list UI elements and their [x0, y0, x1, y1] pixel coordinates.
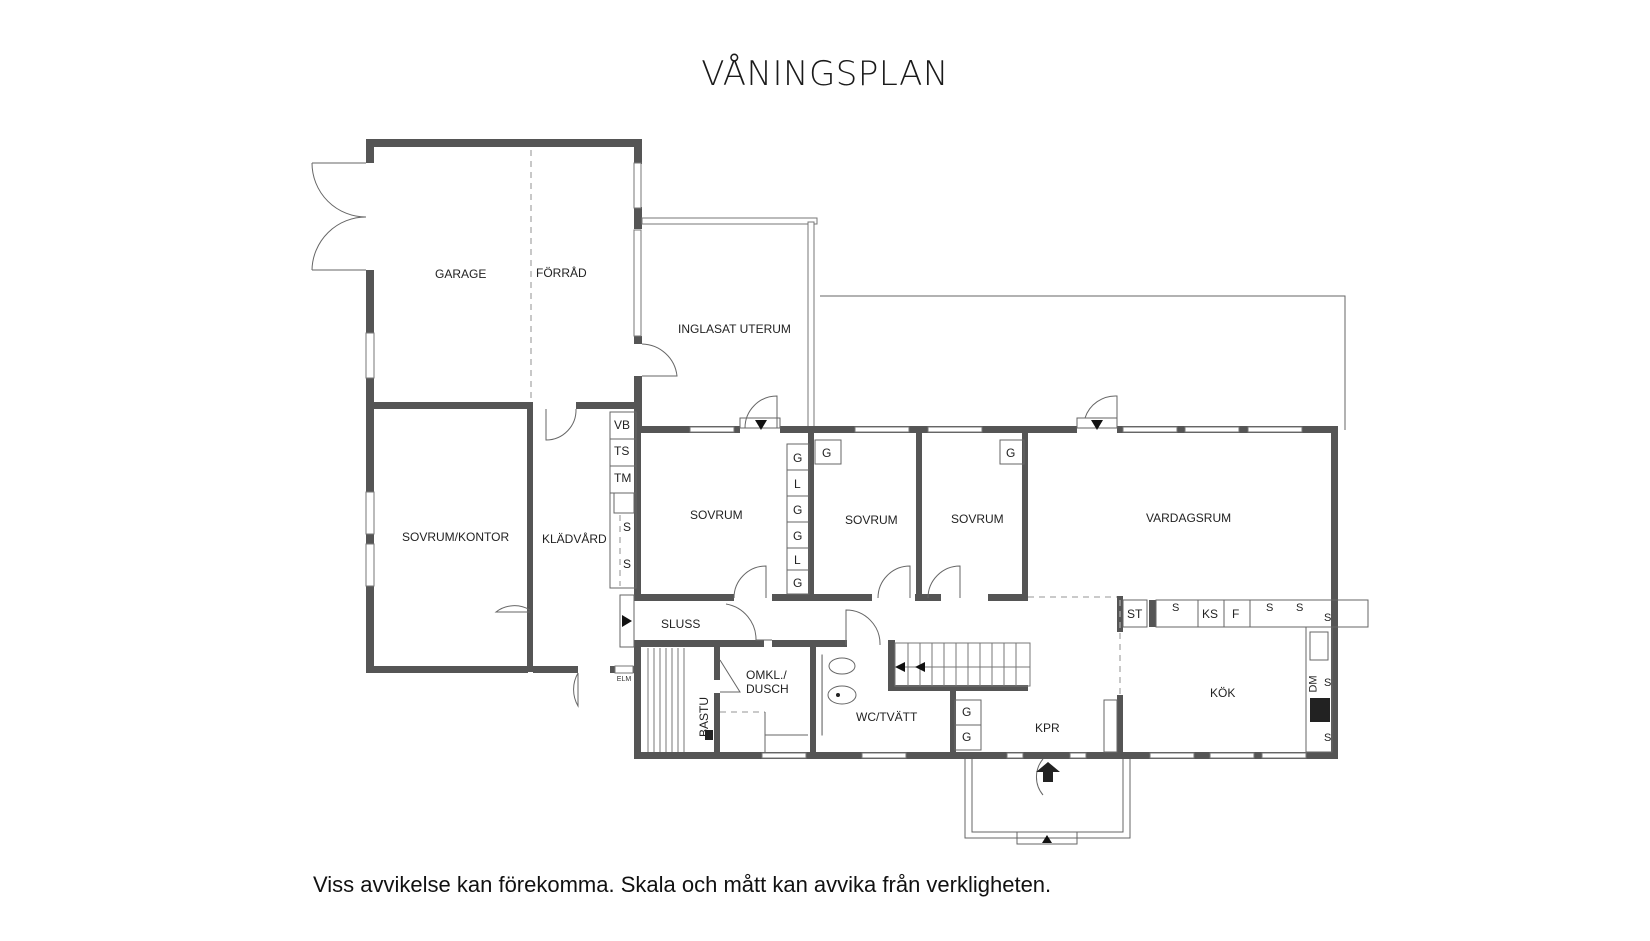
fixture-g: G [793, 451, 803, 465]
page-title: VÅNINGSPLAN [701, 54, 949, 94]
kitchen-counters [1122, 599, 1369, 753]
room-sovrum-3: SOVRUM [951, 512, 1004, 526]
fixture-ts: TS [614, 444, 630, 458]
room-omkl-line1: OMKL./ [746, 668, 787, 682]
fixture-g: G [1006, 446, 1016, 460]
fixture-s: S [1172, 602, 1180, 614]
room-garage: GARAGE [435, 267, 487, 281]
fixture-l: L [794, 477, 801, 491]
room-kok: KÖK [1210, 686, 1236, 700]
fixture-s: S [1324, 612, 1332, 624]
fixture-g: G [793, 529, 803, 543]
terrace-outline [820, 295, 1346, 430]
fixture-s: S [1296, 602, 1304, 614]
fixture-g: G [793, 576, 803, 590]
fixture-f: F [1232, 607, 1240, 621]
room-sovrum-2: SOVRUM [845, 513, 898, 527]
room-kladvard: KLÄDVÅRD [542, 532, 607, 546]
room-sluss: SLUSS [661, 617, 701, 631]
fixture-g: G [962, 730, 972, 744]
room-bastu: BASTU [697, 696, 712, 738]
fixture-st: ST [1127, 607, 1143, 621]
room-uterum: INGLASAT UTERUM [678, 322, 791, 336]
room-wc-tvatt: WC/TVÄTT [856, 710, 918, 724]
fixture-s: S [623, 520, 632, 534]
room-kpr: KPR [1035, 721, 1060, 735]
room-omkl-line2: DUSCH [746, 682, 789, 696]
fixture-g: G [962, 705, 972, 719]
staircase [894, 642, 1031, 687]
fixture-s: S [1266, 602, 1274, 614]
fixture-l: L [794, 553, 801, 567]
room-vardagsrum: VARDAGSRUM [1146, 511, 1232, 525]
disclaimer-text: Viss avvikelse kan förekomma. Skala och … [313, 872, 1052, 897]
fixture-s: S [623, 557, 632, 571]
wardrobe-sovrum1 [786, 443, 810, 595]
fixture-s: S [1324, 732, 1332, 744]
room-forrad: FÖRRÅD [536, 266, 587, 280]
fixture-ks: KS [1202, 607, 1219, 621]
fixture-dm: DM [1307, 675, 1320, 693]
fixture-g: G [822, 446, 832, 460]
room-sovrum-1: SOVRUM [690, 508, 743, 522]
bastu-benches [647, 648, 685, 752]
fixture-vb: VB [614, 418, 631, 432]
garage-walls [366, 139, 642, 672]
room-sovrum-kontor: SOVRUM/KONTOR [402, 530, 510, 544]
fixture-g: G [793, 503, 803, 517]
fixture-tm: TM [614, 471, 632, 485]
fixture-s: S [1324, 677, 1332, 689]
elm-label: ELM [617, 676, 632, 683]
